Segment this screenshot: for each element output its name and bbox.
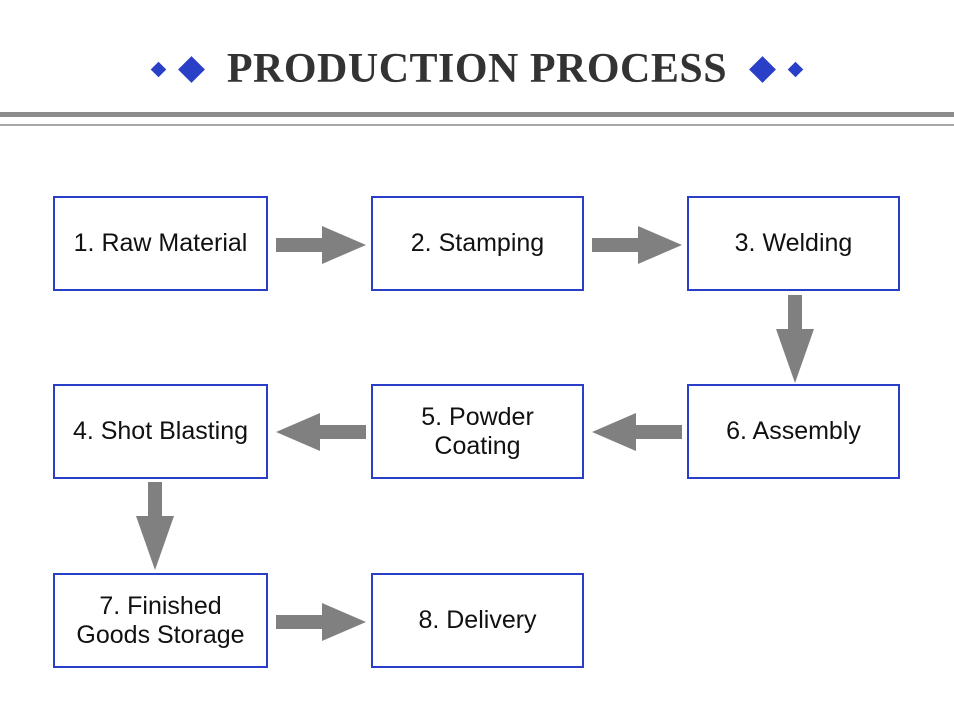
divider-gap: [0, 117, 954, 124]
title-decoration-left: [150, 55, 205, 83]
diamond-small-icon: [150, 61, 167, 77]
process-step-5-label: 5. Powder Coating: [421, 403, 534, 460]
process-step-7[interactable]: 7. Finished Goods Storage: [53, 573, 268, 668]
process-step-6[interactable]: 6. Assembly: [687, 384, 900, 479]
title-decoration-right: [749, 55, 804, 83]
divider-thick: [0, 112, 954, 117]
process-step-6-label: 6. Assembly: [726, 417, 861, 446]
process-step-4[interactable]: 4. Shot Blasting: [53, 384, 268, 479]
page-title: PRODUCTION PROCESS: [226, 46, 728, 92]
process-step-3[interactable]: 3. Welding: [687, 196, 900, 291]
process-step-7-label: 7. Finished Goods Storage: [76, 592, 245, 649]
process-step-1[interactable]: 1. Raw Material: [53, 196, 268, 291]
process-step-4-label: 4. Shot Blasting: [72, 417, 249, 446]
process-step-8[interactable]: 8. Delivery: [371, 573, 584, 668]
divider-thin: [0, 124, 954, 126]
arrow-step6-to-step5: [592, 413, 682, 451]
arrow-step3-to-step6: [776, 295, 814, 383]
arrow-step4-to-step7: [136, 482, 174, 570]
process-step-8-label: 8. Delivery: [418, 606, 537, 635]
process-step-2-label: 2. Stamping: [410, 229, 545, 258]
process-step-5[interactable]: 5. Powder Coating: [371, 384, 584, 479]
arrow-step5-to-step4: [276, 413, 366, 451]
diamond-big-icon: [749, 55, 777, 83]
process-step-3-label: 3. Welding: [734, 229, 853, 258]
process-step-1-label: 1. Raw Material: [73, 229, 248, 258]
diamond-small-icon: [787, 61, 804, 77]
title-row: PRODUCTION PROCESS: [0, 38, 954, 100]
process-step-2[interactable]: 2. Stamping: [371, 196, 584, 291]
arrow-step7-to-step8: [276, 603, 366, 641]
arrow-step2-to-step3: [592, 226, 682, 264]
arrow-step1-to-step2: [276, 226, 366, 264]
